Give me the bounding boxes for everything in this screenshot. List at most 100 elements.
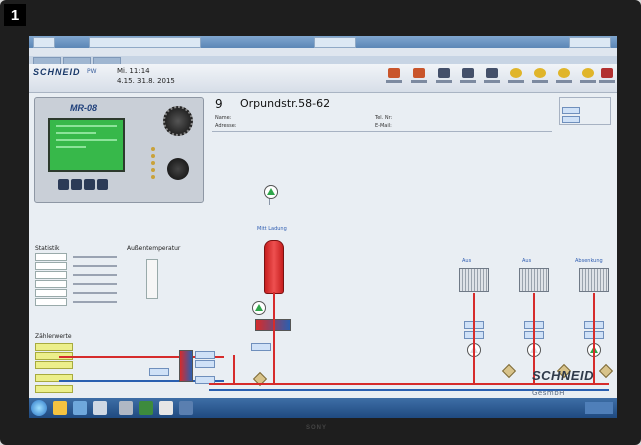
meter-value xyxy=(35,361,73,369)
photo-number-badge: 1 xyxy=(4,4,26,26)
device-button[interactable] xyxy=(84,179,95,190)
device-button[interactable] xyxy=(58,179,69,190)
adresse-label: Adresse: xyxy=(215,123,237,129)
value-readout xyxy=(251,343,271,351)
os-taskbar xyxy=(29,398,617,418)
exit-button[interactable] xyxy=(598,68,616,86)
tab-strip xyxy=(29,56,617,65)
info-box xyxy=(559,97,611,125)
footer-brand: SCHNEID GesmbH xyxy=(532,368,617,398)
footer-brand-suffix: GesmbH xyxy=(532,389,565,397)
value-readout xyxy=(195,351,215,359)
settings-button[interactable] xyxy=(435,68,453,86)
app-icon[interactable] xyxy=(179,401,193,415)
statistik-label: Statistik xyxy=(35,245,60,252)
status-leds xyxy=(151,144,167,184)
main-schematic: 9 Orpundstr.58-62 Name: Adresse: Tel. Nr… xyxy=(59,93,617,397)
trend-button[interactable] xyxy=(410,68,428,86)
statistik-rows xyxy=(35,252,121,307)
info-button[interactable] xyxy=(579,68,597,86)
radiator-icon[interactable] xyxy=(519,268,549,292)
table-button[interactable] xyxy=(483,68,501,86)
list-button[interactable] xyxy=(459,68,477,86)
station-number: 9 xyxy=(215,97,223,111)
zone-label-2: Aus xyxy=(522,258,532,264)
value-readout xyxy=(195,360,215,368)
bell-button-2[interactable] xyxy=(531,68,549,86)
monitor-screen: SCHNEID PW Mi. 11:14 4.15. 31.8. 2015 MR… xyxy=(29,36,617,418)
zone-label-1: Aus xyxy=(462,258,472,264)
brand-logo: SCHNEID xyxy=(33,67,81,77)
radiator-icon[interactable] xyxy=(579,268,609,292)
device-button[interactable] xyxy=(97,179,108,190)
alarm-button[interactable] xyxy=(555,68,573,86)
pump-icon[interactable] xyxy=(264,185,278,199)
rotary-knob-icon[interactable] xyxy=(167,158,189,180)
window-buttons-icon[interactable] xyxy=(569,37,611,48)
zaehlerwerte-label: Zählerwerte xyxy=(35,333,72,340)
storage-tank-icon[interactable] xyxy=(264,240,284,294)
aussentemperatur-label: Außentemperatur xyxy=(127,245,181,252)
exit-icon xyxy=(601,68,613,78)
day-time: Mi. 11:14 xyxy=(117,67,150,75)
device-model: MR-08 xyxy=(70,103,98,113)
window-title-field xyxy=(89,37,201,48)
app-icon[interactable] xyxy=(93,401,107,415)
zone-supply xyxy=(593,293,595,385)
address-bar[interactable] xyxy=(314,37,356,48)
left-panel: MR-08 Statistik Außentempe xyxy=(29,93,209,393)
explorer-icon[interactable] xyxy=(53,401,67,415)
riser-pipe xyxy=(273,292,275,385)
browser-icon[interactable] xyxy=(73,401,87,415)
device-buttons xyxy=(58,175,110,194)
zone-supply xyxy=(473,293,475,385)
valve-icon[interactable] xyxy=(501,363,517,379)
brand-sub: PW xyxy=(87,68,97,75)
supply-pipe xyxy=(59,356,224,358)
app-icon[interactable] xyxy=(159,401,173,415)
dial-knob-icon[interactable] xyxy=(163,106,193,136)
chart-icon xyxy=(388,68,400,78)
window-control-icon[interactable] xyxy=(33,37,55,48)
station-address: Orpundstr.58-62 xyxy=(240,97,331,110)
tel-label: Tel. Nr: xyxy=(375,115,393,121)
riser-pipe xyxy=(233,355,235,385)
browser-titlebar xyxy=(29,36,617,48)
overview-button[interactable] xyxy=(385,68,403,86)
pump-icon[interactable] xyxy=(252,301,266,315)
thermometer-icon xyxy=(146,259,158,299)
controller-device: MR-08 xyxy=(34,97,204,203)
email-label: E-Mail: xyxy=(375,123,392,129)
return-pipe xyxy=(59,380,224,382)
zone-label-mittel: Mitt Ladung xyxy=(257,226,287,232)
list-icon xyxy=(462,68,474,78)
lcd-display xyxy=(48,118,125,172)
start-orb-icon[interactable] xyxy=(31,400,47,416)
stat-row xyxy=(35,288,121,297)
name-label: Name: xyxy=(215,115,232,121)
meter-value xyxy=(35,343,73,351)
radiator-icon[interactable] xyxy=(459,268,489,292)
stat-row xyxy=(35,252,121,261)
app-icon[interactable] xyxy=(139,401,153,415)
bell-icon xyxy=(534,68,546,78)
stat-row xyxy=(35,297,121,306)
app-icon[interactable] xyxy=(119,401,133,415)
footer-brand-name: SCHNEID xyxy=(532,368,595,383)
bell-button[interactable] xyxy=(507,68,525,86)
main-return-pipe xyxy=(209,389,609,391)
chart-icon xyxy=(413,68,425,78)
warning-icon xyxy=(558,68,570,78)
value-readout xyxy=(149,368,169,376)
meter-value xyxy=(35,374,73,382)
date-readout: 4.15. 31.8. 2015 xyxy=(117,77,175,85)
system-clock[interactable] xyxy=(585,402,613,414)
info-icon xyxy=(582,68,594,78)
stat-row xyxy=(35,279,121,288)
stat-row xyxy=(35,270,121,279)
zone-label-3: Absenkung xyxy=(575,258,603,264)
device-button[interactable] xyxy=(71,179,82,190)
menu-bar[interactable] xyxy=(29,48,617,56)
value-readout xyxy=(195,376,215,384)
